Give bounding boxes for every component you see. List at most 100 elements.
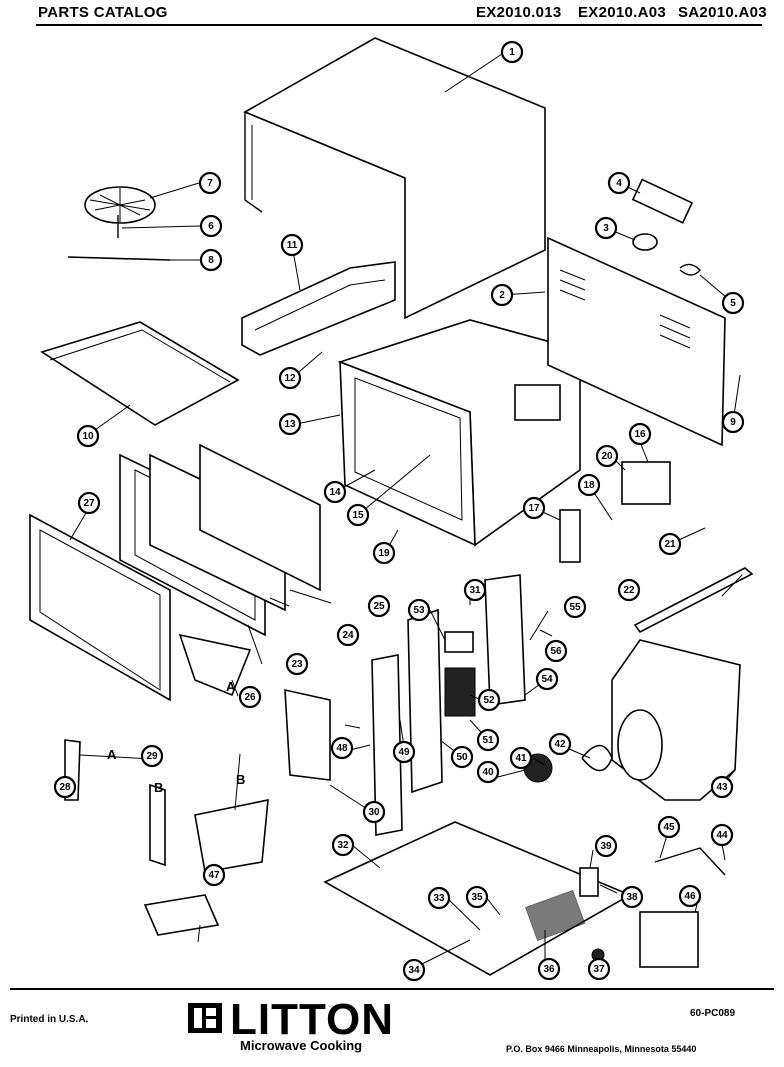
callout-56: 56 bbox=[544, 639, 568, 663]
callout-label: 33 bbox=[433, 893, 445, 904]
callout-8: 8 bbox=[199, 248, 223, 272]
part-transformer bbox=[639, 911, 699, 968]
callout-35: 35 bbox=[465, 885, 489, 909]
callout-27: 27 bbox=[77, 491, 101, 515]
callout-43: 43 bbox=[710, 775, 734, 799]
callout-label: 39 bbox=[600, 841, 612, 852]
brand-name: LITTON bbox=[230, 995, 395, 1044]
callout-44: 44 bbox=[710, 823, 734, 847]
callout-18: 18 bbox=[577, 473, 601, 497]
part-outer-cabinet bbox=[243, 37, 546, 320]
callout-2: 2 bbox=[490, 283, 514, 307]
callout-label: 7 bbox=[207, 178, 213, 189]
callout-28: 28 bbox=[53, 775, 77, 799]
part-side-bracket bbox=[241, 261, 396, 356]
callout-9: 9 bbox=[721, 410, 745, 434]
callout-label: 51 bbox=[482, 735, 494, 746]
part-wire-harness bbox=[143, 894, 220, 936]
callout-22: 22 bbox=[617, 578, 641, 602]
callout-14: 14 bbox=[323, 480, 347, 504]
callout-54: 54 bbox=[535, 667, 559, 691]
part-door-screen bbox=[149, 443, 321, 612]
callout-label: 53 bbox=[413, 605, 425, 616]
callout-label: 13 bbox=[284, 419, 296, 430]
label-a-1: A bbox=[107, 747, 117, 762]
callout-label: 54 bbox=[541, 674, 553, 685]
callout-52: 52 bbox=[477, 688, 501, 712]
callout-49: 49 bbox=[392, 740, 416, 764]
callout-53: 53 bbox=[407, 598, 431, 622]
callout-label: 3 bbox=[603, 223, 609, 234]
callout-39: 39 bbox=[594, 834, 618, 858]
part-switch-bracket bbox=[194, 798, 269, 873]
brand-tagline: Microwave Cooking bbox=[240, 1038, 363, 1053]
callout-1: 1 bbox=[500, 40, 524, 64]
callout-label: 25 bbox=[373, 601, 385, 612]
callout-label: 38 bbox=[626, 892, 638, 903]
callout-25: 25 bbox=[367, 594, 391, 618]
callout-label: 48 bbox=[336, 743, 348, 754]
part-hv-capacitor bbox=[579, 867, 599, 897]
part-timer-bracket bbox=[484, 574, 526, 706]
callout-label: 30 bbox=[368, 807, 380, 818]
part-spring bbox=[679, 263, 701, 276]
callout-label: 32 bbox=[337, 840, 349, 851]
part-latch-lever bbox=[149, 783, 166, 867]
callout-label: 27 bbox=[83, 498, 95, 509]
callout-label: 31 bbox=[469, 585, 481, 596]
model-number-1: EX2010.013 bbox=[476, 4, 562, 21]
callout-24: 24 bbox=[336, 623, 360, 647]
callout-38: 38 bbox=[620, 885, 644, 909]
callout-label: 45 bbox=[663, 822, 675, 833]
part-blower-housing bbox=[611, 639, 741, 801]
part-stirrer-fan bbox=[67, 186, 171, 261]
callout-label: 6 bbox=[208, 221, 214, 232]
callout-label: 49 bbox=[398, 747, 410, 758]
callout-7: 7 bbox=[198, 171, 222, 195]
callout-label: 50 bbox=[456, 752, 468, 763]
callout-33: 33 bbox=[427, 886, 451, 910]
part-oven-cavity bbox=[337, 319, 581, 547]
callout-42: 42 bbox=[548, 732, 572, 756]
callout-label: 2 bbox=[499, 290, 505, 301]
callout-21: 21 bbox=[658, 532, 682, 556]
callout-19: 19 bbox=[372, 541, 396, 565]
callout-36: 36 bbox=[537, 957, 561, 981]
callout-label: 35 bbox=[471, 892, 483, 903]
callout-34: 34 bbox=[402, 958, 426, 982]
callout-label: 55 bbox=[569, 602, 581, 613]
callout-label: 19 bbox=[378, 548, 390, 559]
callout-label: 46 bbox=[684, 891, 696, 902]
catalog-title: PARTS CATALOG bbox=[38, 4, 168, 21]
callout-46: 46 bbox=[678, 884, 702, 908]
part-lamp bbox=[632, 233, 658, 251]
callout-label: 26 bbox=[244, 692, 256, 703]
callout-label: 23 bbox=[291, 659, 303, 670]
callout-32: 32 bbox=[331, 833, 355, 857]
callout-30: 30 bbox=[362, 800, 386, 824]
callout-17: 17 bbox=[522, 496, 546, 520]
callout-12: 12 bbox=[278, 366, 302, 390]
callout-label: 4 bbox=[616, 178, 622, 189]
callout-51: 51 bbox=[476, 728, 500, 752]
callout-37: 37 bbox=[587, 957, 611, 981]
part-capacitor bbox=[444, 667, 476, 717]
label-b-2: B bbox=[236, 772, 245, 787]
callout-label: 15 bbox=[352, 510, 364, 521]
model-number-3: SA2010.A03 bbox=[678, 4, 767, 21]
header-rule bbox=[36, 24, 762, 26]
callout-label: 44 bbox=[716, 830, 728, 841]
callout-label: 11 bbox=[287, 240, 298, 251]
callout-26: 26 bbox=[238, 685, 262, 709]
litton-logo-icon bbox=[188, 1003, 222, 1033]
callout-29: 29 bbox=[140, 744, 164, 768]
part-cover-plate bbox=[40, 321, 240, 426]
printed-note: Printed in U.S.A. bbox=[10, 1014, 89, 1025]
callout-label: 37 bbox=[593, 964, 605, 975]
callout-label: 10 bbox=[82, 431, 94, 442]
part-rail bbox=[633, 567, 754, 634]
callout-label: 18 bbox=[583, 480, 595, 491]
callout-50: 50 bbox=[450, 745, 474, 769]
callout-label: 40 bbox=[482, 767, 494, 778]
